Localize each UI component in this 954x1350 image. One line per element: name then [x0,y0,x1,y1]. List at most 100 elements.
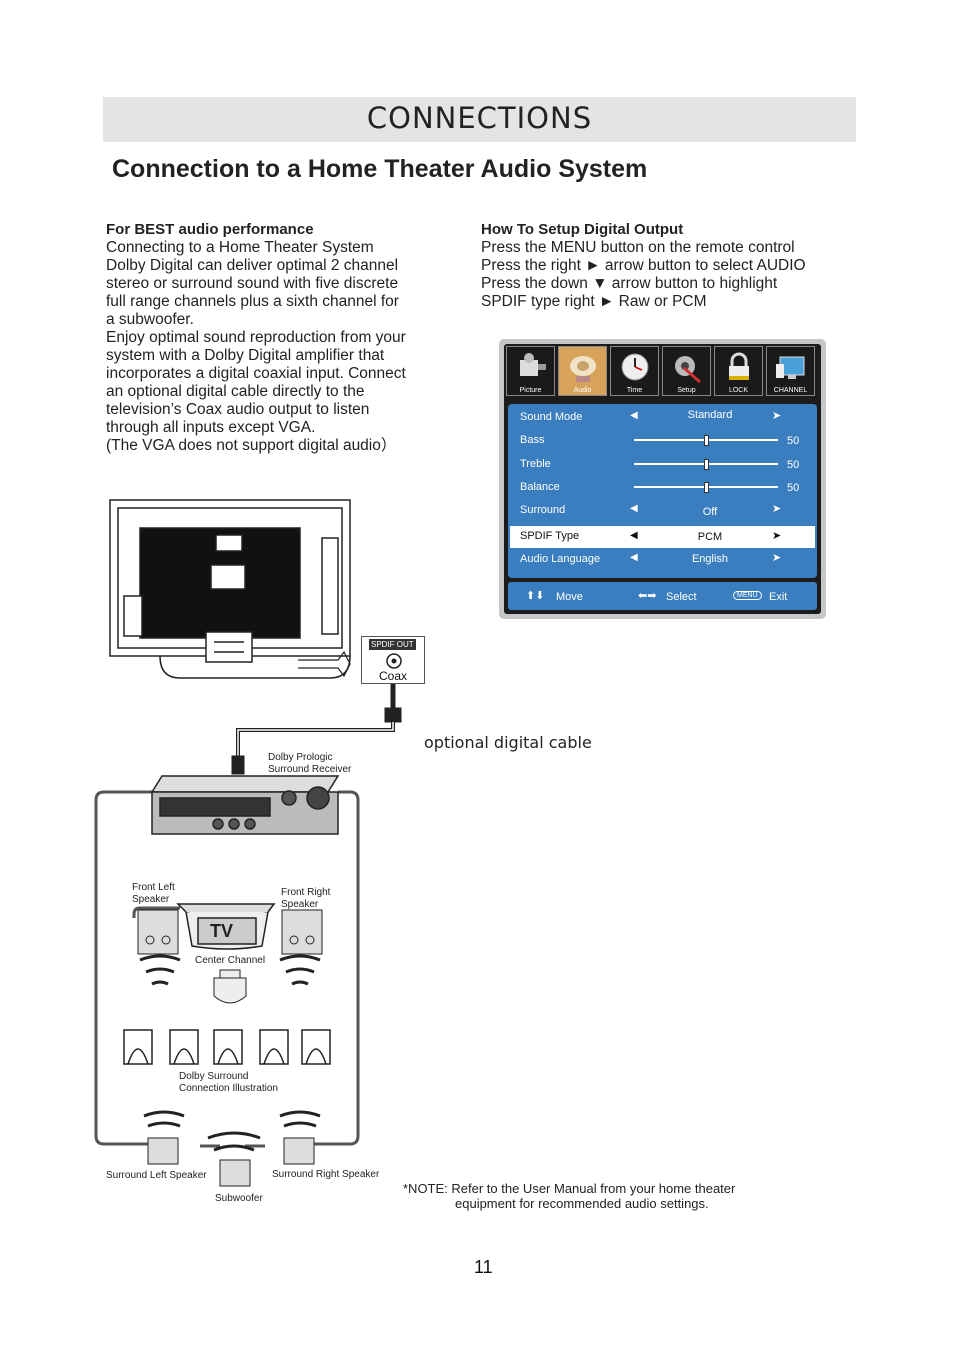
text-line: stereo or surround sound with five discr… [106,275,399,292]
section-title: Connection to a Home Theater Audio Syste… [112,155,648,183]
sound-mode-row[interactable]: Sound Mode ◀ Standard ➤ [510,406,815,428]
tab-label: Time [626,387,643,394]
monitor-icon [776,356,805,379]
tv-label: TV [210,921,234,941]
spdif-type-row[interactable]: SPDIF Type ◀ PCM ➤ [510,526,815,548]
text-line: system with a Dolby Digital amplifier th… [106,347,385,364]
row-value: English [691,553,729,565]
center-speaker [213,969,247,1004]
slider-knob[interactable] [704,482,709,493]
front-left-speaker [137,909,181,986]
row-label: Balance [520,481,560,493]
row-value: 50 [787,435,800,447]
menu-button-tag: MENU [733,591,762,600]
page-title: CONNECTIONS [366,101,593,135]
text-line: Enjoy optimal sound reproduction from yo… [106,329,406,346]
treble-slider[interactable] [634,459,778,470]
left-arrow-icon[interactable]: ◀ [630,530,638,541]
digital-cable [231,682,402,775]
audio-settings-panel: Sound Mode ◀ Standard ➤ Bass 50 Treble 5… [508,404,817,578]
right-arrow-icon[interactable]: ➤ [772,503,782,515]
osd-tab-bar: Picture Audio Time Setup LOCK CHANNEL [506,346,815,396]
row-value: PCM [697,531,723,543]
slider-knob[interactable] [704,459,709,470]
text-line: Speaker [281,899,319,910]
front-left-label: Front Left Speaker [132,882,175,906]
text-line: Press the right ► arrow button to select… [481,257,806,274]
tab-label: CHANNEL [773,387,808,394]
tab-label: Setup [677,387,696,394]
clock-icon [621,353,649,381]
left-arrow-icon[interactable]: ◀ [630,410,638,421]
text-line: Surround Receiver [268,764,352,775]
bass-row[interactable]: Bass 50 [510,429,815,451]
row-label: Surround [520,504,566,516]
speaker-icon [570,356,596,382]
left-arrow-icon[interactable]: ◀ [630,503,638,514]
right-arrow-icon[interactable]: ➤ [772,552,782,564]
select-arrows-icon: ⬅➡ [638,590,657,602]
tools-icon [675,356,701,384]
osd-audio-menu: Picture Audio Time Setup LOCK CHANNEL [499,339,826,619]
text-line: SPDIF type right ► Raw or PCM [481,293,707,310]
front-right-speaker [279,909,323,986]
tab-time[interactable]: Time [610,346,659,396]
tab-setup[interactable]: Setup [662,346,711,396]
audio-language-row[interactable]: Audio Language ◀ English ➤ [510,548,815,570]
text-line: a subwoofer. [106,311,194,328]
tab-lock[interactable]: LOCK [714,346,763,396]
digital-output-section: How To Setup Digital Output Press the ME… [481,221,861,311]
row-value: Standard [687,409,733,421]
tv-front [176,903,276,950]
text-line: Front Left [132,882,175,893]
text-line: incorporates a digital coaxial input. Co… [106,365,406,382]
header-banner: CONNECTIONS [103,97,856,142]
center-channel-label: Center Channel [195,955,266,966]
bass-slider[interactable] [634,435,778,446]
balance-slider[interactable] [634,482,778,493]
tab-audio[interactable]: Audio [558,346,607,396]
balance-row[interactable]: Balance 50 [510,476,815,498]
subwoofer-label: Subwoofer [215,1193,263,1204]
subwoofer-speaker [207,1131,261,1187]
surround-receiver [150,775,340,835]
listeners [123,1029,331,1065]
tab-picture[interactable]: Picture [506,346,555,396]
row-label: Treble [520,458,551,470]
slider-knob[interactable] [704,435,709,446]
text-line: Dolby Surround [179,1071,249,1082]
row-label: SPDIF Type [520,530,580,542]
row-value: 50 [787,482,800,494]
text-line: (The VGA does not support digital audio） [106,437,397,454]
receiver-label: Dolby Prologic Surround Receiver [268,752,351,776]
surround-caption: Dolby Surround Connection Illustration [179,1071,278,1095]
move-hint: Move [556,591,583,603]
tab-label: Picture [519,387,542,394]
surround-right-speaker [279,1110,321,1165]
surround-row[interactable]: Surround ◀ Off ➤ [510,499,815,521]
text-line: through all inputs except VGA. [106,419,316,436]
coax-jack-icon [386,653,402,669]
right-arrow-icon[interactable]: ➤ [772,530,782,542]
row-value: 50 [787,459,800,471]
left-arrow-icon[interactable]: ◀ [630,552,638,563]
right-arrow-icon[interactable]: ➤ [772,410,782,422]
text-line: Press the down ▼ arrow button to highlig… [481,275,778,292]
text-line: television’s Coax audio output to listen [106,401,370,418]
move-arrows-icon: ⬆⬇ [526,590,545,602]
text-line: Connection Illustration [179,1083,278,1094]
text-line: Front Right [281,887,331,898]
exit-hint: Exit [769,591,788,603]
tv-back-illustration [109,499,351,679]
row-label: Sound Mode [520,411,583,423]
osd-footer: ⬆⬇ Move ⬅➡ Select MENU Exit [508,582,817,610]
tab-channel[interactable]: CHANNEL [766,346,815,396]
row-label: Audio Language [520,553,601,565]
spdif-out-port: SPDIF OUT Coax [361,636,425,684]
surround-left-label: Surround Left Speaker [106,1170,207,1181]
treble-row[interactable]: Treble 50 [510,453,815,475]
text-line: Speaker [132,894,170,905]
surround-right-label: Surround Right Speaker [272,1169,380,1180]
note-line-1: *NOTE: Refer to the User Manual from you… [403,1181,736,1196]
